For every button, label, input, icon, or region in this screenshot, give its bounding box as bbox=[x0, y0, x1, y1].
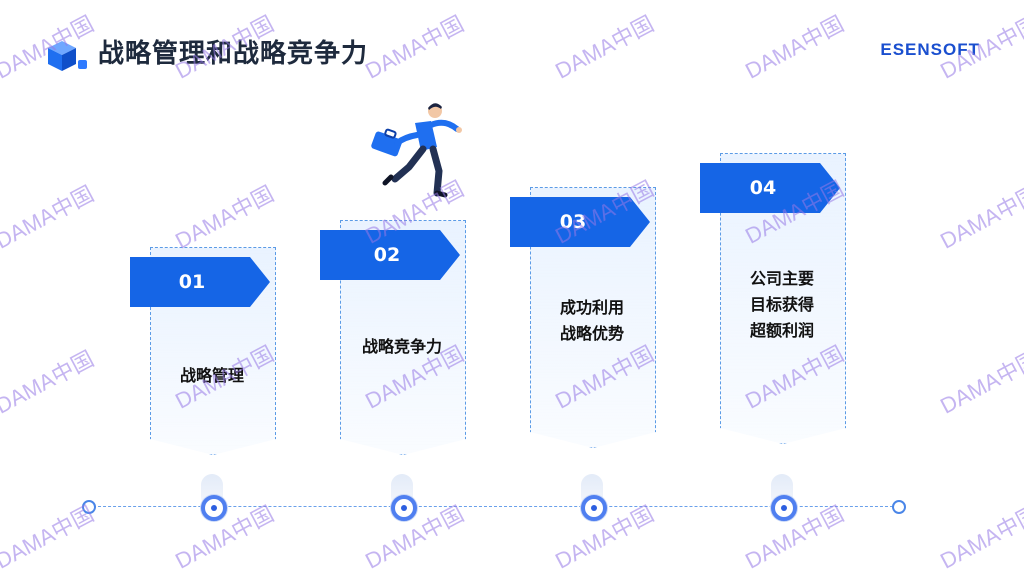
watermark: DAMA中国 bbox=[361, 11, 468, 84]
brand-logo: ESENSOFT bbox=[880, 40, 980, 59]
step-text-3: 成功利用 战略优势 bbox=[559, 298, 624, 343]
timeline-node-2 bbox=[391, 495, 417, 521]
page-title: 战略管理和战略竞争力 bbox=[98, 39, 369, 69]
timeline-end-dot bbox=[892, 500, 906, 514]
step-ribbon-2 bbox=[320, 230, 460, 280]
runner-businessman-illustration bbox=[371, 103, 462, 198]
watermark: DAMA中国 bbox=[936, 181, 1024, 254]
watermark: DAMA中国 bbox=[0, 181, 98, 254]
watermark: DAMA中国 bbox=[936, 346, 1024, 419]
watermark: DAMA中国 bbox=[551, 11, 658, 84]
cube-logo-icon bbox=[48, 41, 87, 71]
step-text-2: 战略竞争力 bbox=[361, 337, 442, 356]
step-number-4: 04 bbox=[749, 177, 777, 199]
step-ribbon-3 bbox=[510, 197, 650, 247]
timeline-node-4 bbox=[771, 495, 797, 521]
step-number-2: 02 bbox=[373, 244, 401, 266]
step-number-3: 03 bbox=[559, 211, 587, 233]
timeline-start-dot bbox=[82, 500, 96, 514]
watermark: DAMA中国 bbox=[0, 346, 98, 419]
watermark: DAMA中国 bbox=[936, 501, 1024, 574]
timeline-node-1 bbox=[201, 495, 227, 521]
step-number-1: 01 bbox=[178, 271, 206, 293]
step-text-1: 战略管理 bbox=[179, 366, 244, 385]
watermark: DAMA中国 bbox=[741, 11, 848, 84]
timeline-line bbox=[88, 506, 898, 507]
step-text-4: 公司主要 目标获得 超额利润 bbox=[749, 269, 814, 340]
step-ribbon-4 bbox=[700, 163, 840, 213]
step-ribbon-1 bbox=[130, 257, 270, 307]
timeline-node-3 bbox=[581, 495, 607, 521]
watermark: DAMA中国 bbox=[171, 181, 278, 254]
